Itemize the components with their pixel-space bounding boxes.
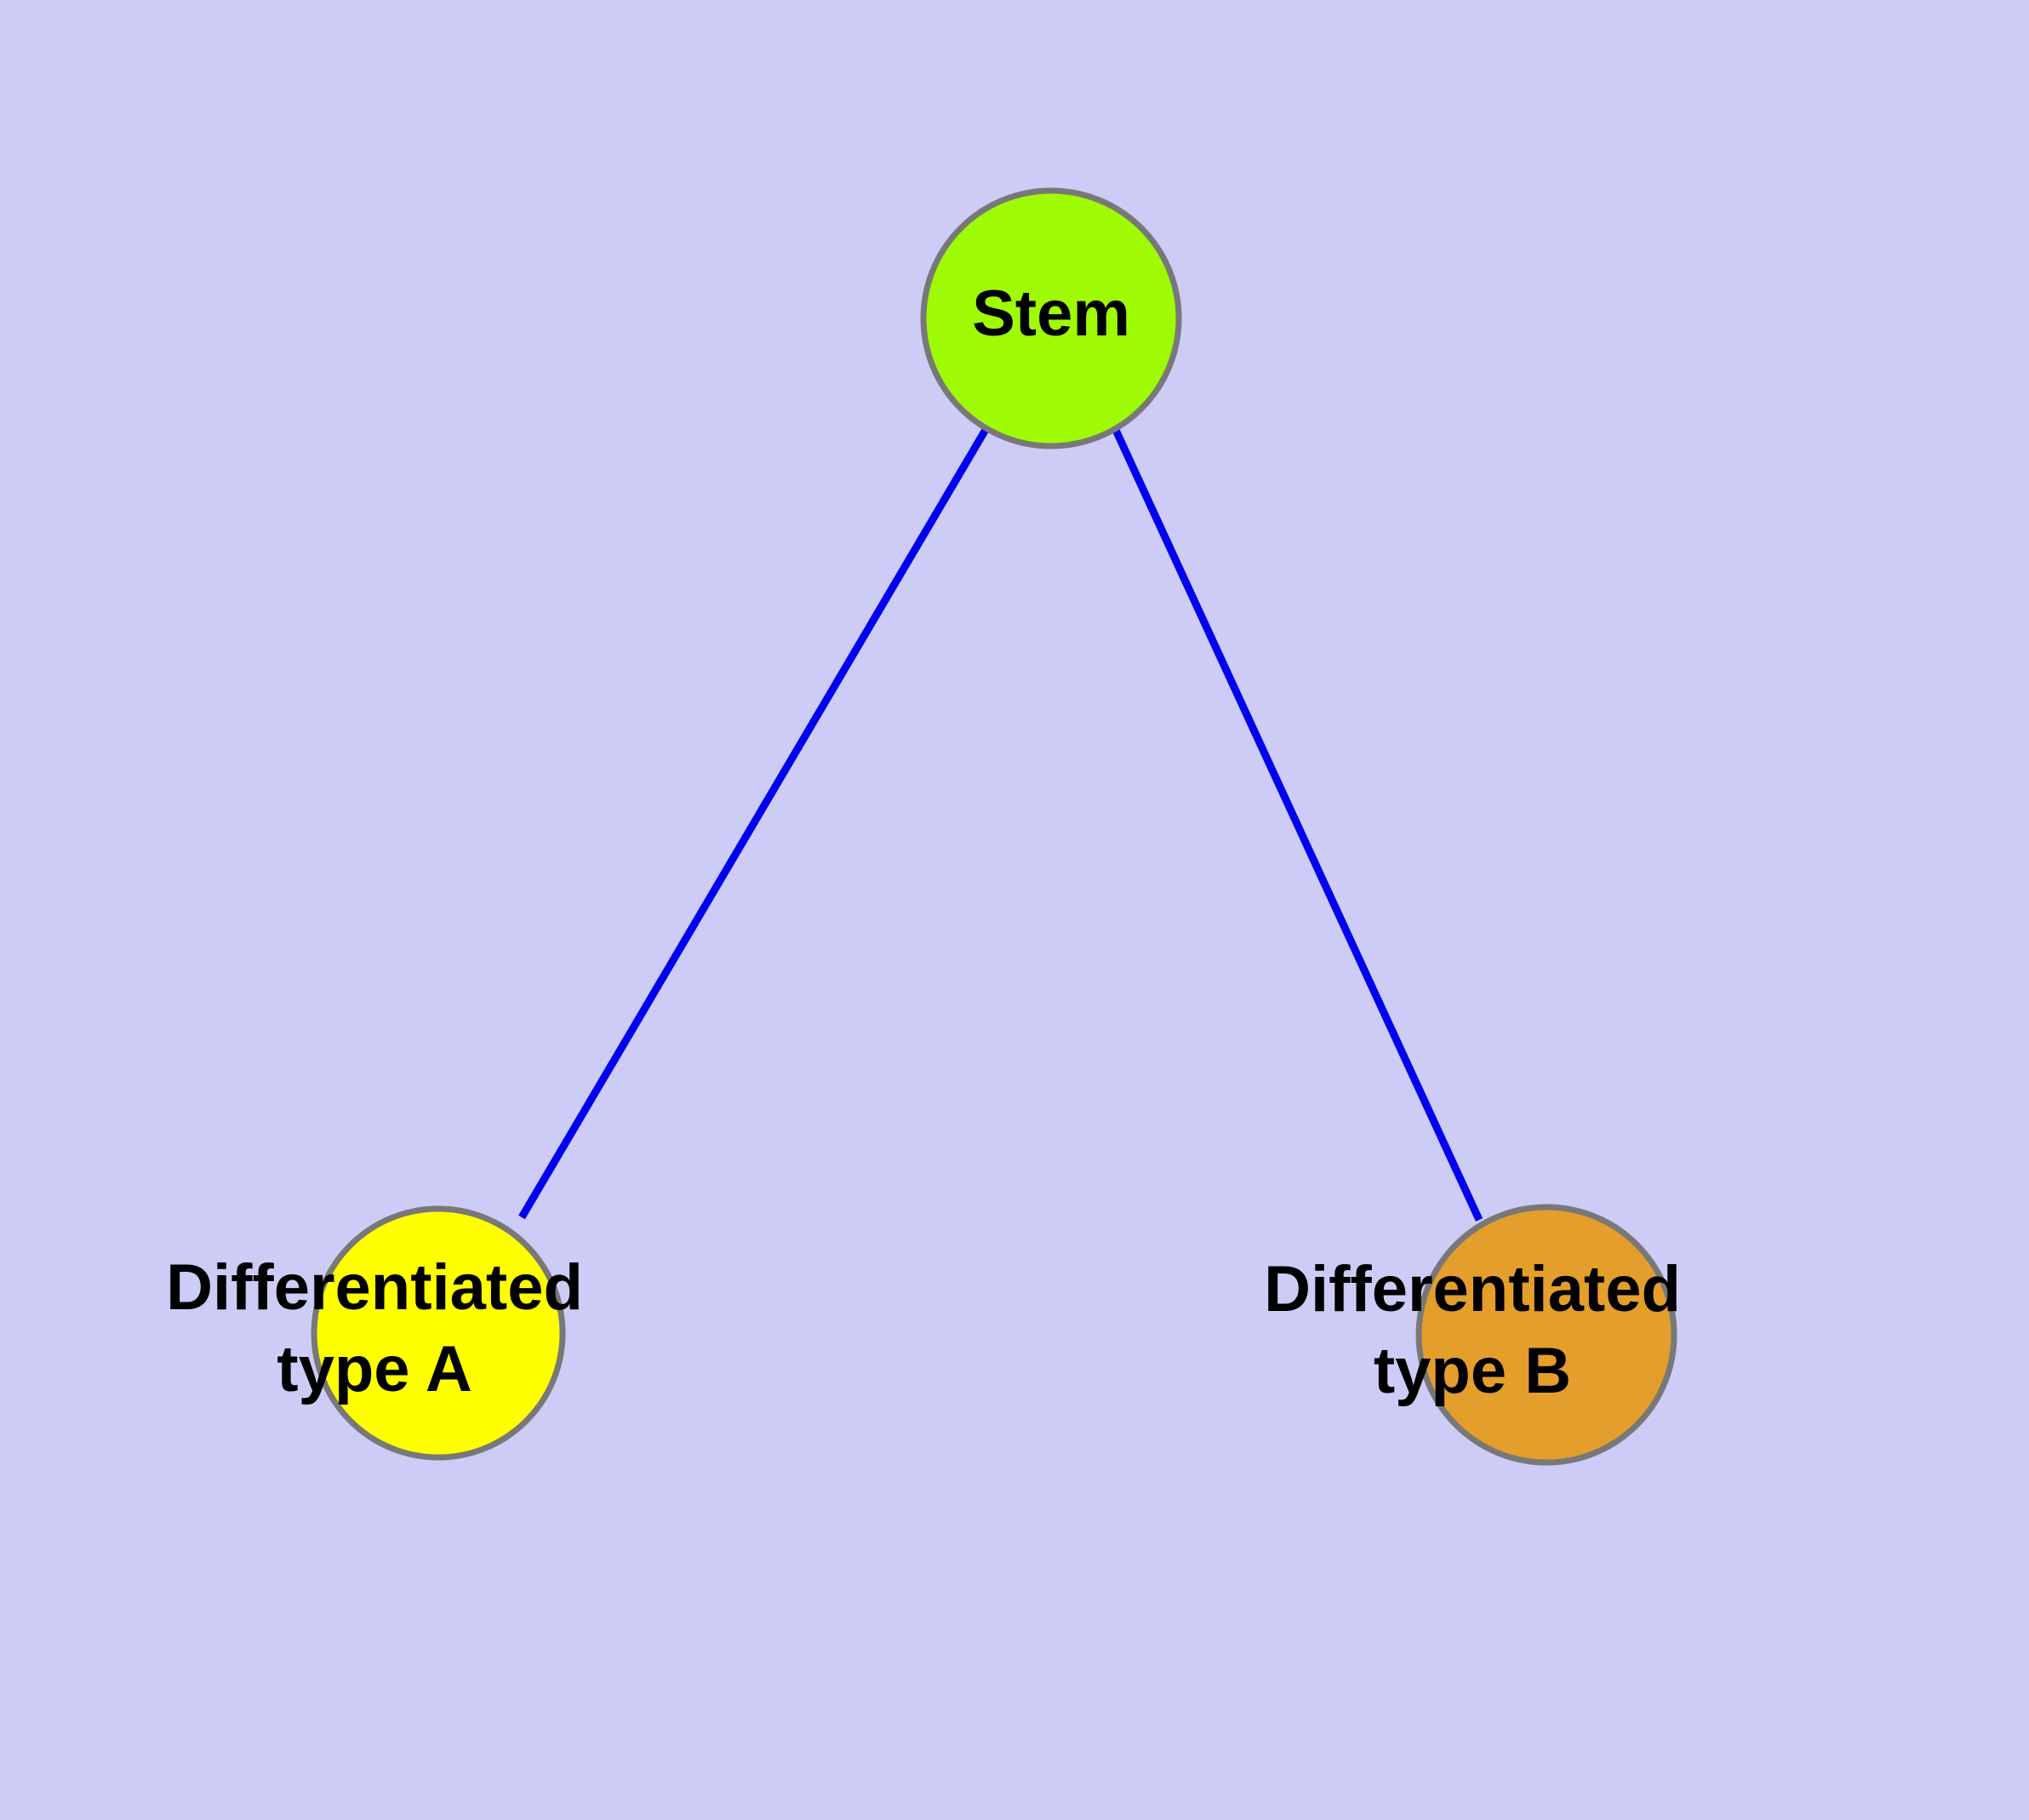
- node-label-line: Differentiated: [1264, 1253, 1681, 1325]
- edge-stem-to-diff-a[interactable]: [518, 426, 990, 1220]
- node-circle-diff-a[interactable]: [311, 1205, 566, 1461]
- node-label-diff-b: Differentiated type B: [1264, 1253, 1681, 1407]
- node-label-line: Differentiated: [166, 1251, 583, 1324]
- node-circle-diff-b[interactable]: [1415, 1204, 1677, 1466]
- node-diff-a[interactable]: Differentiated type A: [166, 1205, 583, 1461]
- node-label-line: type B: [1374, 1335, 1571, 1407]
- node-stem[interactable]: Stem: [920, 187, 1182, 449]
- node-label-line: type A: [277, 1333, 472, 1405]
- node-label-diff-a: Differentiated type A: [166, 1251, 583, 1405]
- node-label-line: Stem: [972, 278, 1130, 350]
- node-circle-stem[interactable]: [920, 187, 1182, 449]
- edges-group: [518, 426, 1483, 1222]
- edge-stem-to-diff-b[interactable]: [1111, 426, 1483, 1222]
- node-label-stem: Stem: [972, 278, 1130, 350]
- node-diff-b[interactable]: Differentiated type B: [1264, 1204, 1681, 1466]
